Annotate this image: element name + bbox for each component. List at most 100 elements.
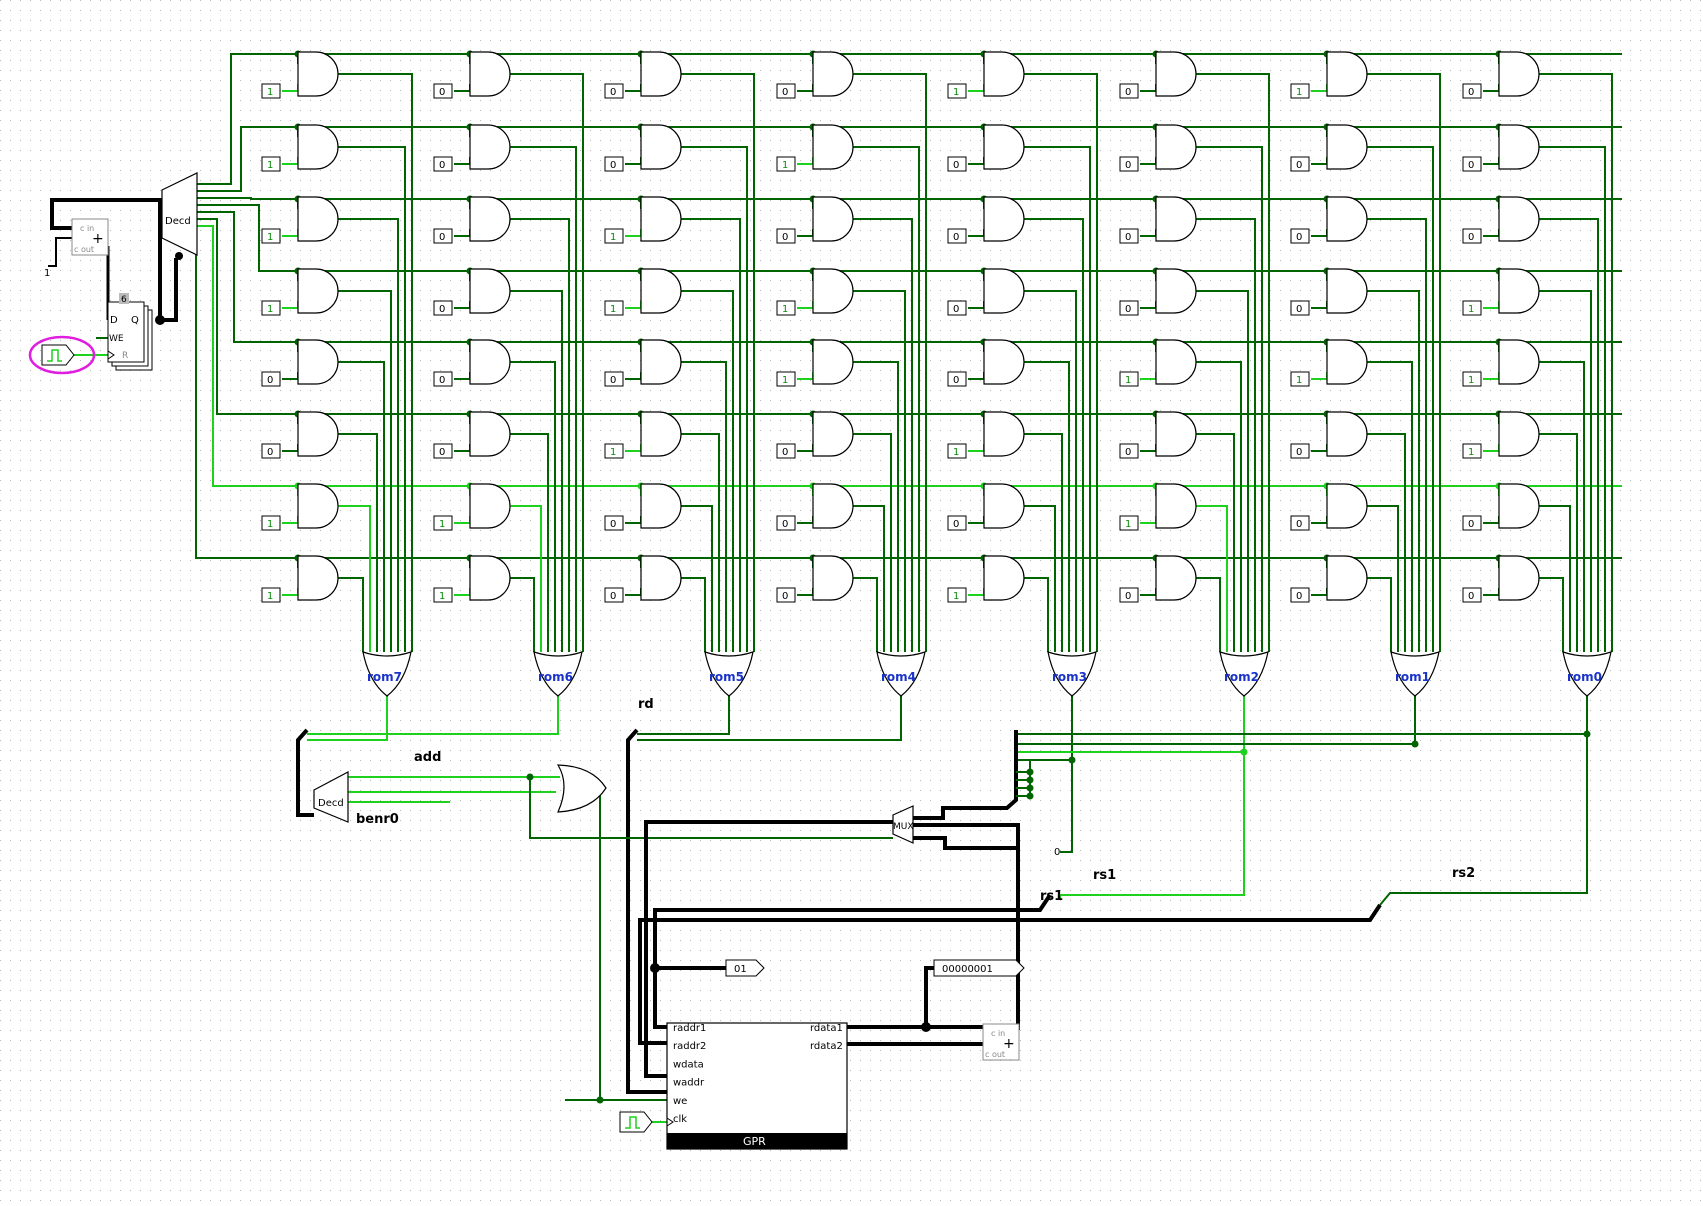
constant-box — [1462, 156, 1482, 172]
and-gate — [812, 483, 854, 529]
gate-output-wire — [510, 218, 570, 652]
row-select-wire — [197, 197, 1622, 200]
gate-output-wire — [1539, 361, 1585, 652]
constant-bit: 1 — [610, 304, 616, 315]
gate-output-wire — [681, 146, 748, 652]
constant-box — [947, 443, 967, 459]
constant-bit: 1 — [267, 87, 273, 98]
gate-output-wire — [853, 433, 892, 652]
counter-register[interactable]: 6 D Q WE R — [107, 293, 153, 371]
and-gate — [983, 555, 1025, 601]
constant-bit: 0 — [1125, 591, 1131, 602]
constant-bit: 1 — [610, 447, 616, 458]
constant-bit: 0 — [782, 591, 788, 602]
gate-output-wire — [338, 290, 392, 652]
raddr1-bus — [653, 893, 1052, 1029]
and-gate — [1326, 124, 1368, 170]
constant-bit: 0 — [1468, 519, 1474, 530]
and-gate — [812, 196, 854, 242]
gate-output-wire — [338, 218, 399, 652]
and-gate — [983, 124, 1025, 170]
clock-input-gpr[interactable] — [619, 1111, 653, 1133]
constant-bit: 0 — [1125, 447, 1131, 458]
decoder-main[interactable]: Decd — [161, 172, 198, 260]
constant-bit: 0 — [953, 375, 959, 386]
and-gate — [1155, 555, 1197, 601]
constant-box — [776, 156, 796, 172]
constant-box — [261, 371, 281, 387]
gate-output-wire — [681, 433, 720, 652]
constant-box — [1462, 228, 1482, 244]
and-gate — [1155, 339, 1197, 385]
rs-const — [1060, 760, 1073, 853]
and-gate — [1155, 124, 1197, 170]
constant-box — [1290, 443, 1310, 459]
constant-box — [1290, 515, 1310, 531]
constant-box — [1119, 300, 1139, 316]
gate-output-wire — [510, 433, 549, 652]
constant-bit: 1 — [439, 519, 445, 530]
gate-output-wire — [338, 505, 371, 652]
and-gate — [640, 411, 682, 457]
and-gate — [1498, 268, 1540, 314]
and-gate — [469, 555, 511, 601]
gpr-port-left: we — [673, 1096, 687, 1107]
and-gate — [1155, 196, 1197, 242]
or-gate-rom — [1390, 651, 1440, 697]
constant-bit: 0 — [953, 160, 959, 171]
constant-box — [604, 515, 624, 531]
and-gate — [983, 268, 1025, 314]
constant-bit: 1 — [1296, 87, 1302, 98]
gpr-adder[interactable]: c in + c out — [982, 1023, 1020, 1061]
bus-opcode — [296, 728, 314, 817]
and-gate — [297, 51, 339, 97]
and-gate — [469, 483, 511, 529]
mux[interactable]: MUX — [892, 805, 914, 844]
rom-label: rom7 — [367, 670, 402, 684]
gate-output-wire — [681, 218, 741, 652]
gate-output-wire — [1539, 290, 1592, 652]
constant-bit: 0 — [953, 232, 959, 243]
and-gate — [469, 124, 511, 170]
wire-junction — [650, 963, 660, 973]
constant-bit: 0 — [1125, 160, 1131, 171]
gpr-register-file[interactable]: GPR raddr1raddr2wdatawaddrweclkrdata1rda… — [666, 1022, 848, 1150]
decoder-small[interactable]: Decd — [313, 771, 349, 823]
gate-output-wire — [1196, 361, 1242, 652]
constant-box — [947, 83, 967, 99]
gate-output-wire — [1024, 505, 1056, 652]
rom-label: rom1 — [1395, 670, 1430, 684]
wire-junction — [155, 315, 165, 325]
gate-output-wire — [1024, 577, 1049, 652]
constant-bit: 1 — [782, 304, 788, 315]
gate-output-wire — [1367, 505, 1399, 652]
constant-bit: 0 — [610, 160, 616, 171]
constant-bit: 0 — [439, 160, 445, 171]
or-gate-rom — [362, 651, 412, 697]
constant-box — [433, 228, 453, 244]
clock-input-main[interactable] — [41, 344, 75, 366]
constant-bit: 0 — [267, 375, 273, 386]
register-r-label: R — [122, 351, 128, 361]
constant-box — [1290, 371, 1310, 387]
constant-box — [1462, 300, 1482, 316]
and-gate — [1326, 196, 1368, 242]
constant-box — [776, 83, 796, 99]
gate-output-wire — [1367, 218, 1427, 652]
constant-box — [604, 156, 624, 172]
constant-box — [947, 371, 967, 387]
constant-box — [433, 371, 453, 387]
counter-adder[interactable]: c in + c out — [71, 218, 109, 256]
constant-bit: 1 — [439, 591, 445, 602]
constant-bit: 0 — [1296, 447, 1302, 458]
wire-junction — [1411, 740, 1419, 748]
gate-output-wire — [1196, 218, 1256, 652]
gate-output-wire — [1196, 433, 1235, 652]
constant-bit: 0 — [1296, 591, 1302, 602]
and-gate — [983, 51, 1025, 97]
and-gate — [297, 555, 339, 601]
constant-box — [433, 587, 453, 603]
constant-box — [947, 228, 967, 244]
rom-label: rom4 — [881, 670, 916, 684]
